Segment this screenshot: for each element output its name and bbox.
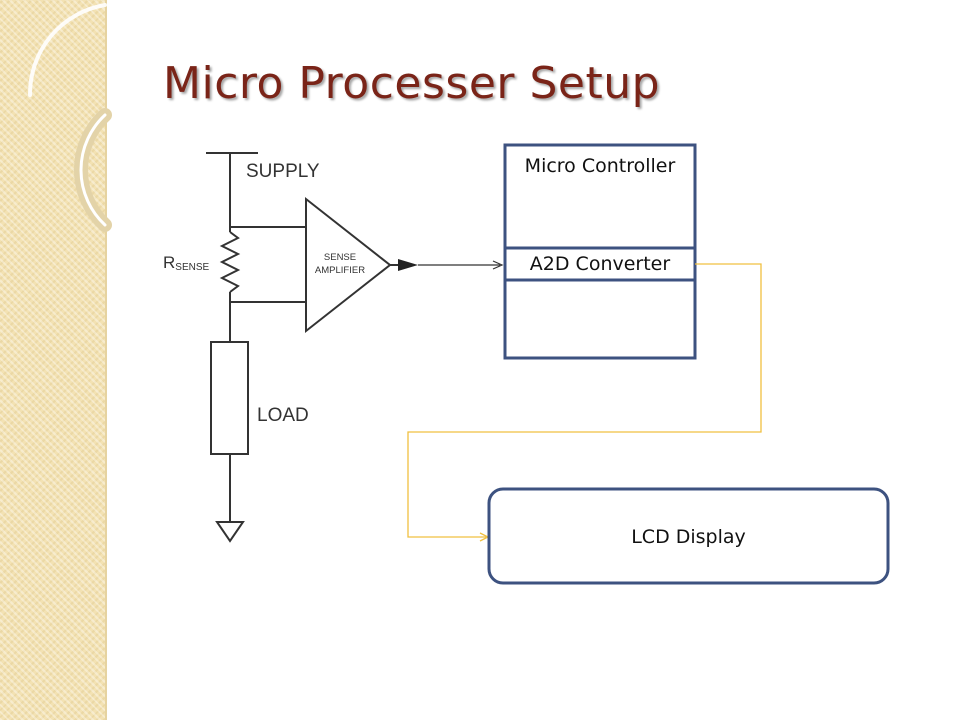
micro-controller-block	[503, 143, 697, 360]
slide-title: Micro Processer Setup	[163, 58, 661, 109]
amp-label-line1: SENSE	[324, 252, 356, 263]
rsense-resistor	[219, 231, 241, 293]
micro-controller-top	[503, 143, 697, 250]
lcd-display-box	[487, 487, 890, 585]
supply-label: SUPPLY	[246, 161, 320, 182]
micro-controller-bottom	[503, 278, 697, 360]
ground-symbol	[215, 521, 245, 543]
decorative-sidebar	[0, 0, 107, 720]
micro-controller-label: Micro Controller	[524, 155, 676, 177]
lcd-display-label: LCD Display	[631, 526, 746, 548]
rsense-label-main: R	[163, 253, 175, 272]
a2d-converter-box	[503, 246, 697, 282]
amp-label-line2: AMPLIFIER	[315, 265, 365, 276]
sense-circuit	[206, 152, 398, 543]
rsense-label: RSENSE	[163, 253, 210, 273]
signal-arrowhead	[492, 260, 504, 270]
sense-amplifier	[305, 196, 392, 334]
sidebar-circles-decoration	[27, 3, 112, 232]
a2d-to-lcd-connector	[407, 263, 762, 538]
a2d-converter-label: A2D Converter	[529, 253, 671, 275]
load-label: LOAD	[257, 405, 309, 426]
load-resistor	[210, 341, 249, 455]
rsense-label-subscript: SENSE	[175, 262, 209, 273]
amp-output-arrowhead	[398, 259, 418, 271]
